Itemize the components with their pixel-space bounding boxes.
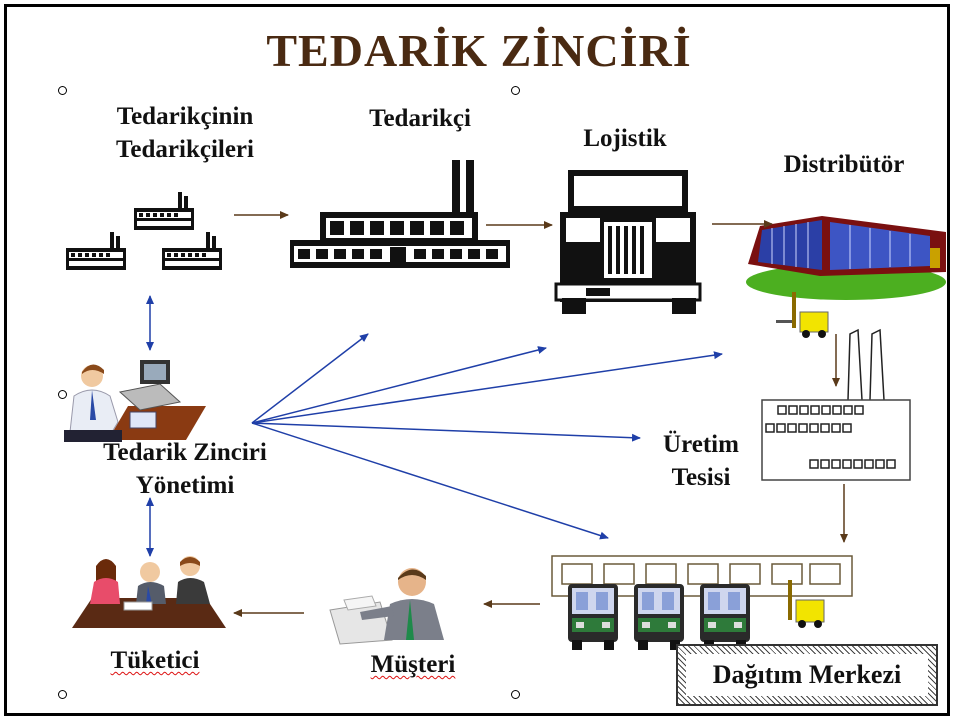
forklift-icon	[776, 292, 829, 338]
page-title: TEDARİK ZİNCİRİ	[266, 25, 692, 76]
bullet-dot	[58, 690, 67, 699]
label-line: Yönetimi	[135, 472, 235, 499]
label-customer: Müşteri	[370, 651, 456, 678]
production-plant-icon	[761, 328, 911, 481]
suppliers-factories-icon	[66, 192, 222, 270]
control-arrows	[146, 295, 723, 557]
label-distribution-center: Dağıtım Merkezi	[686, 654, 928, 696]
label-consumer: Tüketici	[110, 647, 200, 674]
flow-arrows	[233, 211, 848, 617]
warehouse-icon	[746, 216, 946, 300]
label-distributor: Distribütör	[783, 151, 905, 178]
customer-person-icon	[329, 568, 444, 645]
meeting-people-icon	[72, 556, 226, 628]
bullet-dot	[58, 86, 67, 95]
label-line: Tesisi	[671, 464, 731, 491]
label-line: Üretim	[663, 431, 739, 458]
bullet-dot	[511, 690, 520, 699]
bullet-dot	[511, 86, 520, 95]
truck-icon	[554, 170, 702, 314]
label-suppliers-of-suppliers: Tedarikçinin Tedarikçileri	[70, 100, 300, 166]
slide-frame	[4, 4, 950, 716]
label-production: Üretim Tesisi	[636, 428, 766, 494]
bullet-dot	[58, 390, 67, 399]
label-supplier: Tedarikçi	[369, 105, 471, 132]
distribution-center-icon	[551, 555, 853, 650]
label-line: Tedarikçinin	[116, 103, 254, 130]
manager-at-desk-icon	[64, 360, 206, 442]
distribution-center-box: Dağıtım Merkezi	[676, 644, 938, 706]
supplier-factory-icon	[290, 160, 510, 268]
label-line: Tedarikçileri	[116, 136, 254, 163]
label-logistics: Lojistik	[583, 125, 667, 152]
label-scm: Tedarik Zinciri Yönetimi	[60, 436, 310, 502]
label-line: Tedarik Zinciri	[103, 439, 267, 466]
